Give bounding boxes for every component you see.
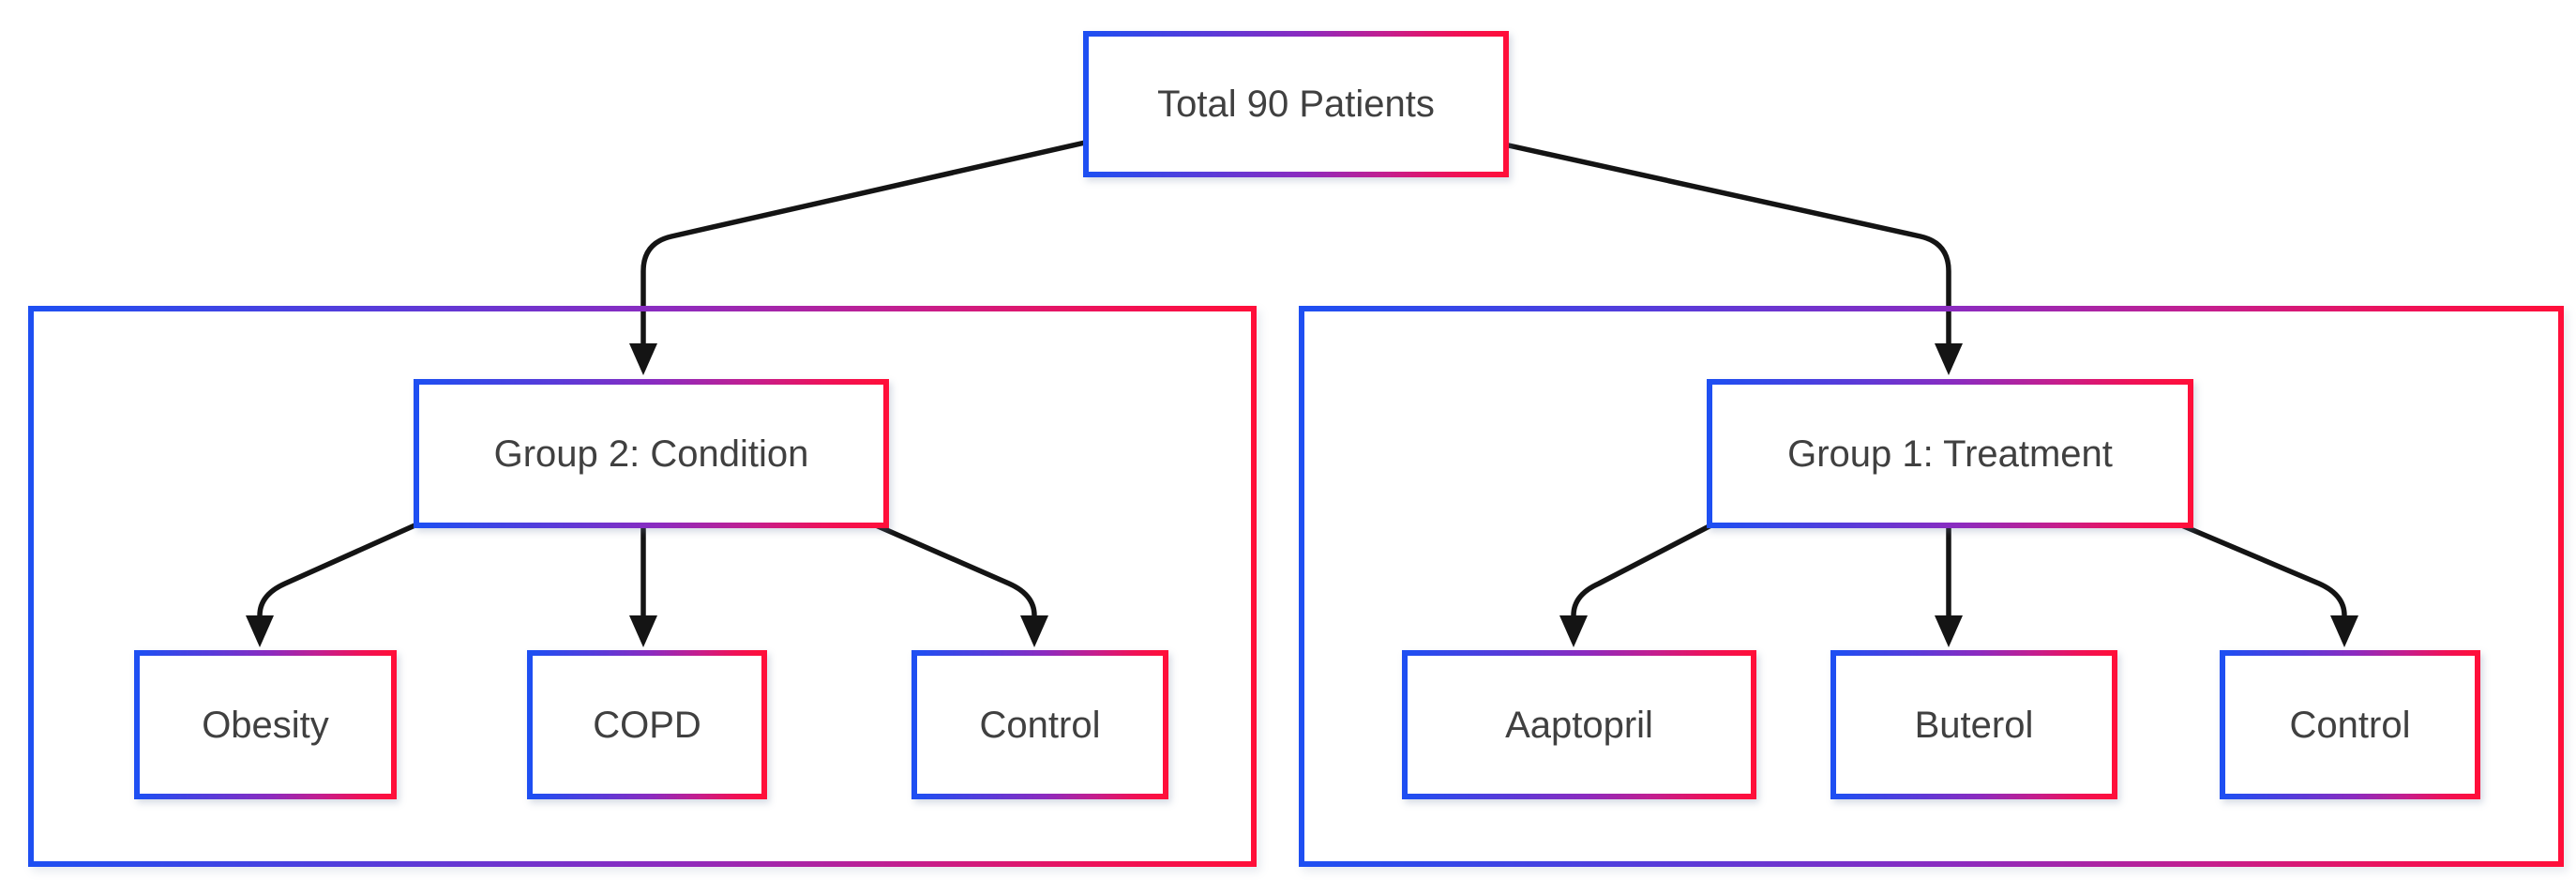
node-label: Buterol — [1914, 704, 2034, 746]
node-control-condition: Control — [911, 650, 1168, 799]
node-label: Aaptopril — [1505, 704, 1653, 746]
node-label: Total 90 Patients — [1157, 83, 1435, 125]
node-label: Control — [2289, 704, 2411, 746]
node-copd: COPD — [527, 650, 767, 799]
node-aaptopril: Aaptopril — [1402, 650, 1756, 799]
node-label: Group 1: Treatment — [1787, 432, 2113, 475]
node-obesity: Obesity — [134, 650, 397, 799]
node-label: Group 2: Condition — [493, 432, 809, 475]
node-label: COPD — [593, 704, 701, 746]
node-label: Control — [979, 704, 1101, 746]
node-total-patients: Total 90 Patients — [1083, 31, 1509, 177]
node-buterol: Buterol — [1830, 650, 2117, 799]
node-group2-condition: Group 2: Condition — [414, 379, 889, 528]
node-label: Obesity — [202, 704, 329, 746]
node-group1-treatment: Group 1: Treatment — [1707, 379, 2193, 528]
node-control-treatment: Control — [2220, 650, 2480, 799]
